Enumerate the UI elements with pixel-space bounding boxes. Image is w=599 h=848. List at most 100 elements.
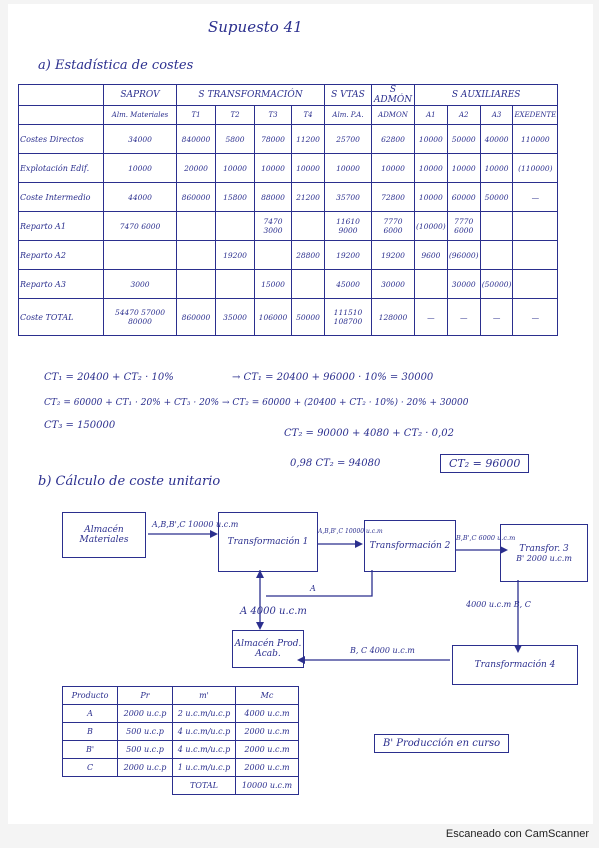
box-transformacion-1: Transformación 1 bbox=[218, 512, 318, 572]
box-transformacion-4: Transformación 4 bbox=[452, 645, 578, 685]
product-cell: A bbox=[62, 704, 118, 723]
table-row: Reparto A3 3000 15000 45000 30000 30000 … bbox=[18, 269, 559, 299]
box-almacen-producto-acabado: Almacén Prod. Acab. bbox=[232, 630, 304, 668]
cell: 10000 bbox=[371, 153, 415, 183]
product-cell: 500 u.c.p bbox=[117, 722, 173, 741]
equation-ct3: CT₃ = 150000 bbox=[44, 420, 116, 431]
cell: 3000 bbox=[103, 269, 177, 299]
equation-ct2: CT₂ = 60000 + CT₁ · 20% + CT₃ · 20% → CT… bbox=[44, 398, 469, 408]
cell: 72800 bbox=[371, 182, 415, 212]
equation-ct1: CT₁ = 20400 + CT₂ · 10% bbox=[44, 372, 174, 383]
cell: 840000 bbox=[176, 124, 216, 154]
cell bbox=[291, 211, 325, 241]
cell bbox=[176, 211, 216, 241]
flow-label-bc-t4: B, C 4000 u.c.m bbox=[350, 646, 415, 655]
cell: 11610 9000 bbox=[324, 211, 372, 241]
product-header: Producto bbox=[62, 686, 118, 705]
product-cell: 2000 u.c.p bbox=[117, 758, 173, 777]
product-total-label: TOTAL bbox=[172, 776, 236, 795]
cell: 54470 57000 80000 bbox=[103, 298, 177, 336]
product-total-row: TOTAL 10000 u.c.m bbox=[63, 776, 299, 795]
flow-label-a-back: A bbox=[310, 584, 316, 593]
product-header: Pr bbox=[117, 686, 173, 705]
cell: 10000 bbox=[324, 153, 372, 183]
product-cell: 1 u.c.m/u.c.p bbox=[172, 758, 236, 777]
cell: 860000 bbox=[176, 182, 216, 212]
product-cell: 2000 u.c.m bbox=[235, 758, 299, 777]
cell: 78000 bbox=[254, 124, 292, 154]
product-total-value: 10000 u.c.m bbox=[235, 776, 299, 795]
product-cell: B bbox=[62, 722, 118, 741]
product-cell: 2000 u.c.m bbox=[235, 740, 299, 759]
product-cell: 2000 u.c.p bbox=[117, 704, 173, 723]
cell: 7470 6000 bbox=[103, 211, 177, 241]
row-label: Reparto A1 bbox=[18, 211, 104, 241]
cell: 10000 bbox=[215, 153, 255, 183]
table-row: Reparto A1 7470 6000 7470 3000 11610 900… bbox=[18, 211, 559, 241]
cell: (96000) bbox=[446, 240, 481, 270]
product-cell: 2000 u.c.m bbox=[235, 722, 299, 741]
scanner-watermark: Escaneado con CamScanner bbox=[445, 828, 589, 840]
product-header: m' bbox=[172, 686, 236, 705]
cell: 34000 bbox=[103, 124, 177, 154]
cell bbox=[215, 211, 255, 241]
cell: 5800 bbox=[215, 124, 255, 154]
product-header-row: Producto Pr m' Mc bbox=[62, 686, 299, 705]
cell: 11200 bbox=[291, 124, 325, 154]
cell: 7470 3000 bbox=[254, 211, 292, 241]
box-almacen-materiales: Almacén Materiales bbox=[62, 512, 146, 558]
cell: — bbox=[446, 298, 481, 336]
cell bbox=[103, 240, 177, 270]
flow-label-t2-t3: B,B',C 6000 u.c.m bbox=[456, 534, 516, 542]
wip-note: B' Producción en curso bbox=[374, 734, 510, 753]
section-b-heading: b) Cálculo de coste unitario bbox=[38, 474, 221, 489]
arrow-t2-back bbox=[266, 570, 373, 597]
flow-label-bc-t3: 4000 u.c.m B, C bbox=[466, 600, 531, 609]
page-title: Supuesto 41 bbox=[208, 18, 303, 36]
cell: 10000 bbox=[414, 182, 448, 212]
cell: 10000 bbox=[103, 153, 177, 183]
product-cell: 4 u.c.m/u.c.p bbox=[172, 722, 236, 741]
cell: 50000 bbox=[479, 182, 514, 212]
table-row: Explotación Edif. 10000 20000 10000 1000… bbox=[18, 153, 559, 183]
product-header: Mc bbox=[235, 686, 299, 705]
cell: — bbox=[512, 298, 559, 336]
product-cell: 4 u.c.m/u.c.p bbox=[172, 740, 236, 759]
product-table: Producto Pr m' Mc A 2000 u.c.p 2 u.c.m/u… bbox=[62, 686, 299, 795]
t3-label: Transfor. 3 bbox=[519, 543, 569, 554]
total-row: Coste TOTAL 54470 57000 80000 860000 350… bbox=[18, 298, 559, 336]
cell bbox=[512, 211, 559, 241]
flow-label-am-t1: A,B,B',C 10000 u.c.m bbox=[152, 520, 239, 529]
t3-note: B' 2000 u.c.m bbox=[516, 553, 572, 563]
product-row: B 500 u.c.p 4 u.c.m/u.c.p 2000 u.c.m bbox=[62, 722, 299, 741]
equation-ct2-simplified: 0,98 CT₂ = 94080 bbox=[290, 458, 381, 469]
cell: 128000 bbox=[371, 298, 415, 336]
cell: — bbox=[512, 182, 559, 212]
box-transformacion-2: Transformación 2 bbox=[364, 520, 456, 572]
cell: 19200 bbox=[215, 240, 255, 270]
product-row: B' 500 u.c.p 4 u.c.m/u.c.p 2000 u.c.m bbox=[62, 740, 299, 759]
flow-label-a: A 4000 u.c.m bbox=[240, 606, 307, 617]
product-cell: B' bbox=[62, 740, 118, 759]
product-cell: C bbox=[62, 758, 118, 777]
cell: 110000 bbox=[512, 124, 559, 154]
cell: 30000 bbox=[446, 269, 481, 299]
result-box: CT₂ = 96000 bbox=[440, 454, 530, 473]
product-cell: 2 u.c.m/u.c.p bbox=[172, 704, 236, 723]
cell: 9600 bbox=[414, 240, 448, 270]
cost-statistics-table: SAPROV S TRANSFORMACIÓN S VTAS S ADMÓN S… bbox=[18, 84, 559, 336]
cell bbox=[512, 240, 559, 270]
box-transformacion-3: Transfor. 3 B' 2000 u.c.m bbox=[500, 524, 588, 582]
cell: 10000 bbox=[446, 153, 481, 183]
row-label: Coste Intermedio bbox=[18, 182, 104, 212]
product-row: A 2000 u.c.p 2 u.c.m/u.c.p 4000 u.c.m bbox=[62, 704, 299, 723]
cell: — bbox=[479, 298, 514, 336]
cell: (50000) bbox=[479, 269, 514, 299]
product-row: C 2000 u.c.p 1 u.c.m/u.c.p 2000 u.c.m bbox=[62, 758, 299, 777]
section-a-heading: a) Estadística de costes bbox=[38, 58, 194, 73]
product-cell: 500 u.c.p bbox=[117, 740, 173, 759]
cell: 62800 bbox=[371, 124, 415, 154]
row-label: Costes Directos bbox=[18, 124, 104, 154]
row-label: Reparto A2 bbox=[18, 240, 104, 270]
flow-label-t1-t2: A,B,B',C 10000 u.c.m bbox=[318, 528, 383, 535]
